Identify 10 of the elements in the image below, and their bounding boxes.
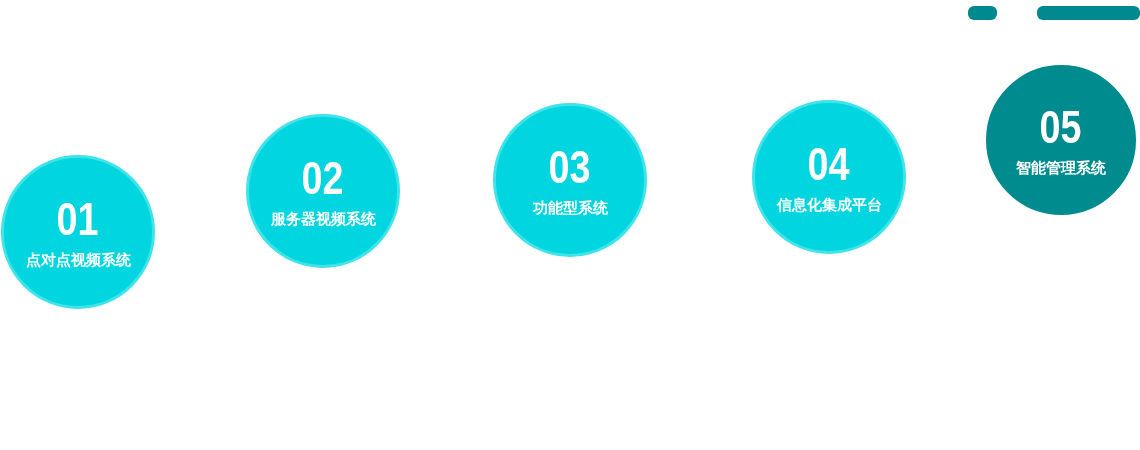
- step-label: 点对点视频系统: [25, 250, 131, 270]
- step-number: 02: [302, 153, 344, 203]
- step-number: 05: [1040, 102, 1082, 152]
- step-label: 服务器视频系统: [270, 209, 376, 229]
- step-number: 03: [549, 142, 591, 192]
- step-number: 01: [57, 194, 99, 244]
- step-label: 功能型系统: [532, 198, 608, 218]
- step-label: 智能管理系统: [1016, 158, 1106, 178]
- step-label: 信息化集成平台: [776, 195, 882, 215]
- step-number: 04: [808, 139, 850, 189]
